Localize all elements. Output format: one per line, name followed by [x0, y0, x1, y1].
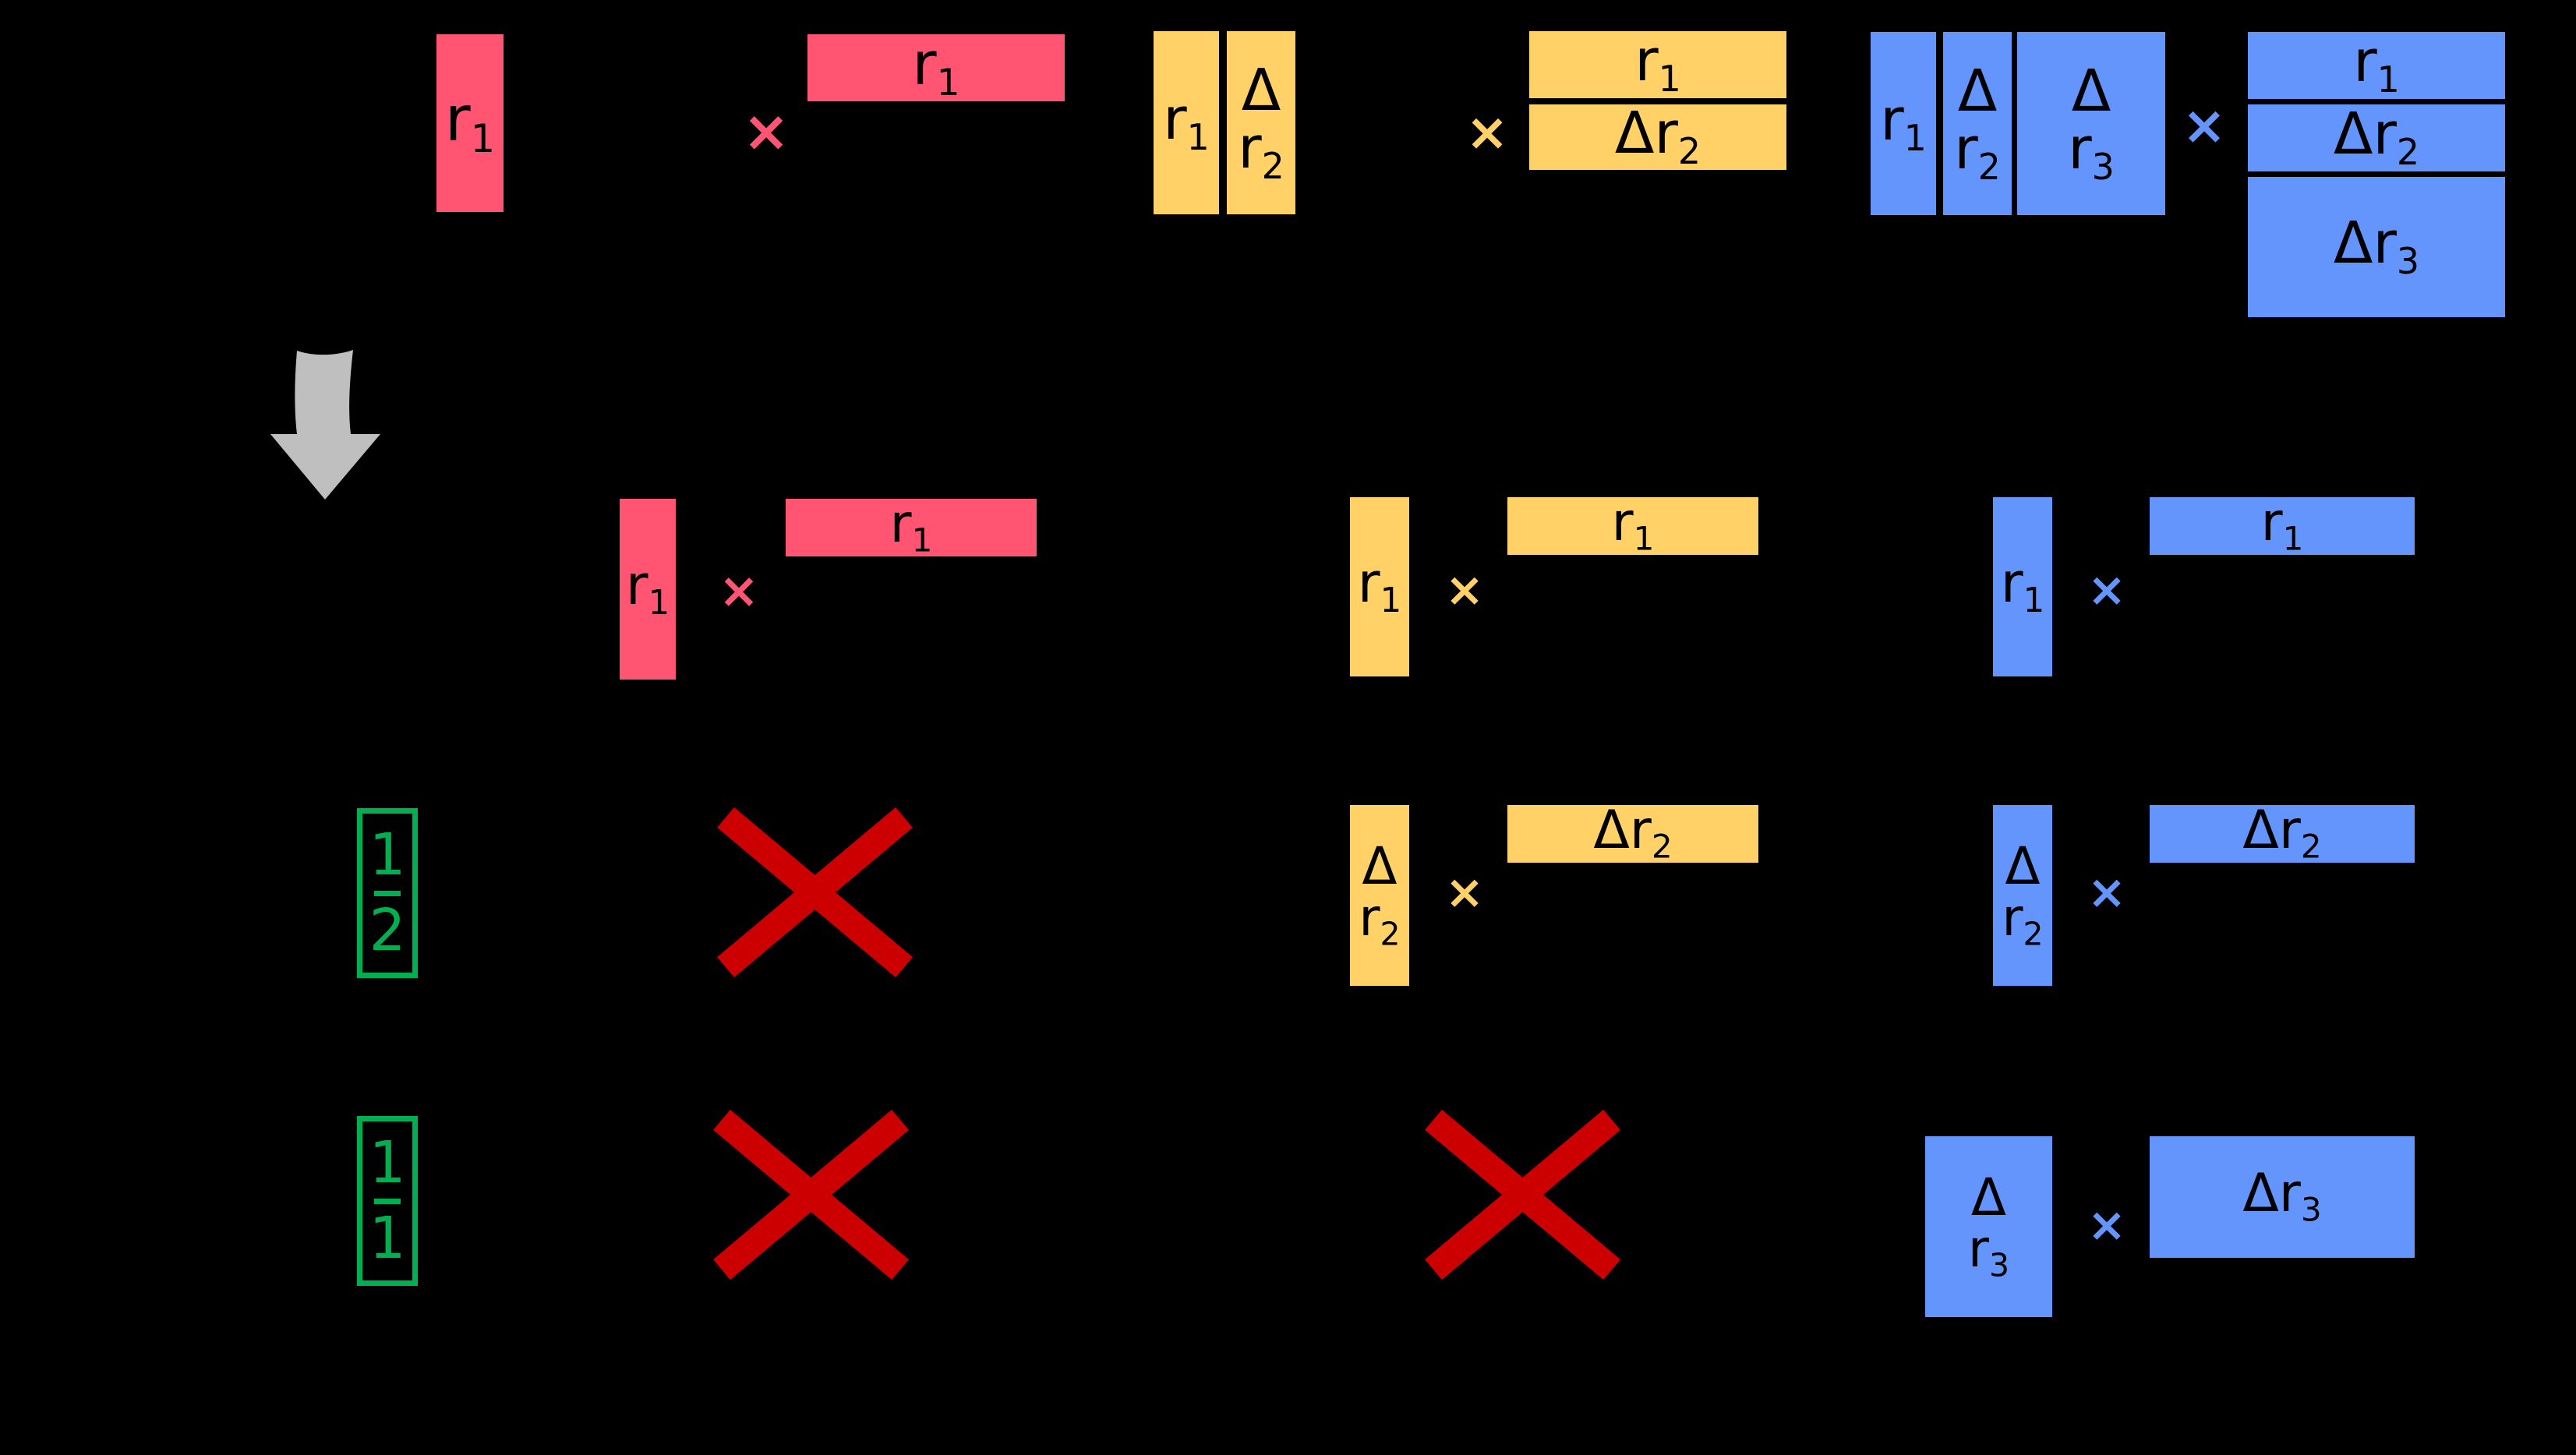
label-dr3: Δr3 [2333, 210, 2420, 282]
top-blue-stack-divider-2 [2248, 171, 2505, 177]
cell-yellow-row1-right-block: r1 [1507, 492, 1758, 558]
top-blue-left-block-dr2: Δ r2 [1943, 32, 2012, 215]
top-pink-left-block-r1: r1 [436, 34, 504, 212]
label-dr2: Δr2 [2333, 101, 2420, 173]
label-r1: r1 [2000, 550, 2045, 620]
cell-blue-row2-right-block: Δr2 [2150, 800, 2415, 866]
label-dr3: Δr3 [2242, 1163, 2322, 1229]
label-delta: Δ [1241, 56, 1281, 124]
cell-blue-row3-left-block: Δ r3 [1925, 1136, 2052, 1317]
top-yellow-stack-divider [1529, 98, 1786, 104]
top-yellow-left-block-r1: r1 [1154, 31, 1219, 214]
label-r3: r3 [2068, 115, 2115, 188]
label-r1: r1 [889, 493, 933, 560]
cell-blue-row1-right-block: r1 [2150, 492, 2415, 558]
cell-blue-row3-times-icon: × [2087, 1198, 2127, 1252]
label-r1: r1 [912, 28, 960, 104]
top-yellow-left-block-dr2: Δ r2 [1227, 31, 1295, 214]
label-r1: r1 [625, 553, 670, 623]
top-pink-right-block-r1: r1 [807, 34, 1065, 101]
fraction-denominator: 1 [369, 1204, 406, 1272]
label-r2: r2 [1954, 115, 2001, 188]
top-blue-stack-block-r1: r1 [2248, 32, 2505, 99]
label-r1: r1 [2260, 492, 2304, 558]
cell-blue-row1-left-block: r1 [1993, 497, 2052, 676]
fraction-card-one-half: 1 2 [357, 808, 418, 978]
absent-marker-yellow-row3 [1424, 1105, 1620, 1284]
cell-pink-row1-times-icon: × [719, 562, 759, 619]
top-blue-stack-block-dr3: Δr3 [2248, 177, 2505, 317]
label-dr2: Δr2 [1614, 100, 1701, 172]
cell-blue-row2-left-block: Δ r2 [1993, 805, 2052, 986]
label-r1: r1 [1634, 27, 1681, 100]
top-blue-left-block-r1: r1 [1871, 32, 1936, 215]
top-blue-stack-divider-1 [2248, 99, 2505, 104]
cell-yellow-row1-times-icon: × [1444, 563, 1485, 617]
cell-blue-row1-times-icon: × [2087, 563, 2127, 617]
top-blue-left-block-dr3: Δ r3 [2017, 32, 2165, 215]
top-yellow-stack-block-r1: r1 [1529, 31, 1786, 98]
label-r2: r2 [2002, 887, 2044, 953]
label-r2: r2 [1238, 114, 1284, 187]
label-dr2: Δr2 [2242, 800, 2322, 866]
top-blue-stack-block-dr2: Δr2 [2248, 104, 2505, 171]
label-delta: Δ [1970, 1167, 2007, 1227]
label-delta: Δ [1957, 57, 1998, 125]
fraction-numerator: 1 [369, 1129, 406, 1197]
cell-yellow-row2-right-block: Δr2 [1507, 800, 1758, 866]
fraction-bar [373, 1198, 401, 1204]
label-r1: r1 [2353, 28, 2400, 101]
fraction-card-one-over-one: 1 1 [357, 1116, 418, 1286]
cell-yellow-row2-times-icon: × [1444, 865, 1485, 920]
top-yellow-stack-block-dr2: Δr2 [1529, 104, 1786, 170]
top-yellow-times-icon: × [1465, 102, 1509, 162]
label-r1: r1 [444, 82, 496, 161]
down-arrow-icon [269, 347, 382, 503]
cell-pink-row1-right-block: r1 [786, 493, 1037, 560]
label-r2: r2 [1359, 887, 1401, 953]
label-r1: r1 [1163, 85, 1210, 158]
label-r1: r1 [1880, 86, 1927, 159]
label-r3: r3 [1967, 1218, 2010, 1284]
label-r1: r1 [1357, 550, 1402, 620]
absent-marker-pink-row3 [712, 1105, 909, 1284]
label-delta: Δ [2071, 57, 2111, 125]
fraction-bar [373, 890, 401, 896]
fraction-numerator: 1 [369, 821, 406, 889]
fraction-denominator: 2 [369, 896, 406, 964]
cell-yellow-row2-left-block: Δ r2 [1350, 805, 1409, 986]
absent-marker-pink-row2 [716, 803, 913, 982]
label-dr2: Δr2 [1593, 800, 1673, 866]
label-delta: Δ [2005, 835, 2041, 896]
cell-blue-row2-times-icon: × [2087, 865, 2127, 920]
cell-pink-row1-left-block: r1 [620, 499, 676, 680]
top-pink-times-icon: × [742, 98, 790, 164]
cell-yellow-row1-left-block: r1 [1350, 497, 1409, 676]
label-delta: Δ [1362, 835, 1398, 896]
cell-blue-row3-right-block: Δr3 [2150, 1136, 2415, 1258]
label-r1: r1 [1611, 492, 1655, 558]
top-blue-times-icon: × [2182, 95, 2227, 157]
